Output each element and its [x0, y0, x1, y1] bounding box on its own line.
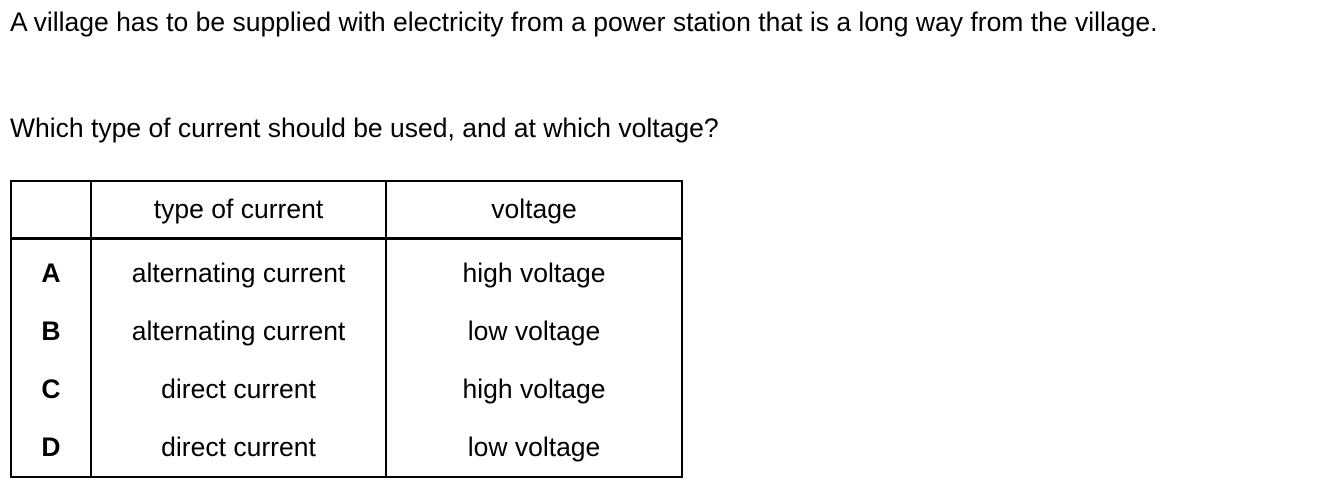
- header-voltage: voltage: [385, 180, 683, 240]
- current-cell: direct current: [90, 360, 387, 418]
- table-header-row: type of current voltage: [10, 180, 683, 240]
- options-table: type of current voltage A alternating cu…: [10, 180, 683, 478]
- voltage-cell: low voltage: [385, 302, 683, 360]
- current-cell: alternating current: [90, 238, 387, 302]
- voltage-cell: high voltage: [385, 360, 683, 418]
- question-prompt: Which type of current should be used, an…: [10, 113, 719, 143]
- table-row: D direct current low voltage: [10, 418, 683, 478]
- option-label: A: [10, 238, 92, 302]
- header-type-of-current: type of current: [90, 180, 387, 240]
- option-label: D: [10, 418, 92, 478]
- question-stem: A village has to be supplied with electr…: [10, 7, 1158, 37]
- current-cell: direct current: [90, 418, 387, 478]
- voltage-cell: high voltage: [385, 238, 683, 302]
- option-label: B: [10, 302, 92, 360]
- table-row: B alternating current low voltage: [10, 302, 683, 360]
- current-cell: alternating current: [90, 302, 387, 360]
- table-row: C direct current high voltage: [10, 360, 683, 418]
- option-label: C: [10, 360, 92, 418]
- header-option: [10, 180, 92, 240]
- voltage-cell: low voltage: [385, 418, 683, 478]
- table-row: A alternating current high voltage: [10, 238, 683, 302]
